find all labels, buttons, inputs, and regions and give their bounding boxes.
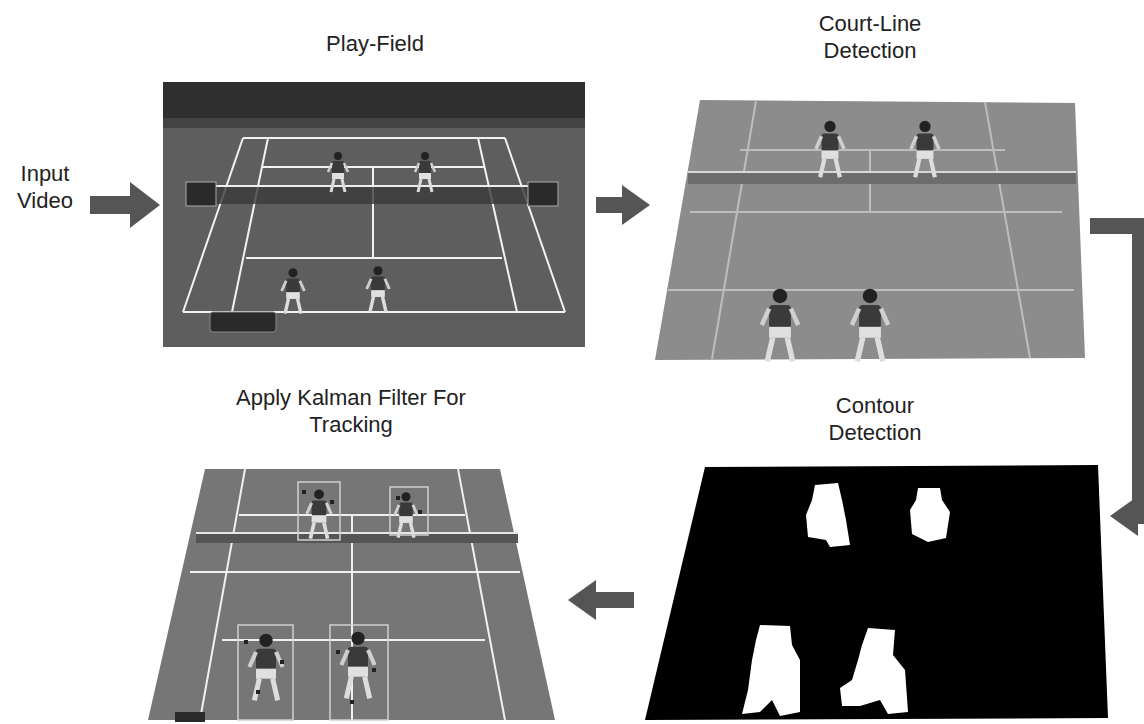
drawing-part: [458, 469, 505, 720]
panel-title: Contour Detection: [810, 392, 940, 446]
drawing-part: [528, 182, 558, 206]
drawing-part: [232, 138, 268, 312]
drawing-part: [186, 182, 216, 206]
drawing-part: [341, 632, 374, 699]
image-panel: Apply Kalman Filter For Tracking: [140, 384, 562, 722]
drawing-part: [415, 152, 435, 192]
arrow-head: [568, 580, 596, 620]
drawing-part: [351, 515, 353, 720]
drawing-part: [90, 196, 134, 214]
flow-arrow: [1090, 226, 1140, 536]
drawing-part: [396, 496, 400, 500]
drawing-part: [238, 625, 293, 720]
drawing-part: [395, 492, 418, 537]
drawing-part: [985, 102, 1030, 358]
drawing-part: [505, 138, 565, 312]
drawing-part: [740, 149, 1005, 151]
drawing-part: [282, 268, 305, 313]
drawing-part: [183, 138, 565, 312]
play-field-image: [163, 82, 585, 347]
drawing-part: [712, 101, 756, 359]
drawing-part: [280, 660, 284, 664]
drawing-part: [238, 482, 428, 720]
contour-image: [645, 465, 1108, 720]
drawing-part: [688, 172, 1076, 184]
drawing-part: [372, 167, 374, 258]
image-panel: Play-Field: [160, 30, 590, 350]
arrow-shaft: [1090, 226, 1140, 516]
arrow-head: [1110, 496, 1138, 536]
drawing-part: [840, 628, 908, 714]
drawing-part: [762, 289, 798, 362]
drawing-part: [328, 152, 348, 192]
drawing-part: [249, 634, 282, 701]
drawing-part: [190, 186, 556, 204]
drawing-part: [645, 465, 1108, 720]
drawing-part: [478, 138, 517, 312]
drawing-part: [210, 312, 276, 332]
drawing-part: [330, 500, 334, 504]
drawing-part: [244, 490, 422, 704]
drawing-part: [816, 121, 844, 177]
drawing-part: [190, 185, 556, 187]
flow-arrow: [568, 580, 634, 620]
drawing-part: [742, 625, 800, 716]
arrow-shaft: [596, 197, 622, 213]
drawing-part: [148, 469, 555, 720]
drawing-part: [190, 571, 520, 573]
drawing-part: [298, 482, 340, 540]
drawing-part: [911, 121, 939, 177]
drawing-part: [243, 137, 505, 139]
drawing-part: [196, 533, 518, 543]
drawing-part: [688, 171, 1076, 173]
arrow-shaft: [596, 592, 634, 608]
drawing-part: [163, 118, 585, 128]
tracking-image: [148, 469, 555, 722]
drawing-part: [372, 668, 376, 672]
drawing-part: [130, 182, 160, 228]
drawing-part: [175, 712, 205, 722]
drawing-part: [244, 640, 248, 644]
drawing-part: [163, 82, 585, 347]
court-line-image: [655, 100, 1085, 361]
drawing-part: [330, 625, 388, 720]
input-label: Input Video: [8, 160, 82, 214]
drawing-part: [742, 483, 950, 716]
panel-title: Court-Line Detection: [790, 10, 950, 64]
drawing-part: [390, 487, 428, 535]
flow-arrow: [596, 185, 650, 225]
drawing-part: [183, 138, 243, 312]
drawing-part: [350, 700, 354, 704]
drawing-part: [910, 488, 950, 542]
drawing-part: [307, 489, 332, 538]
input-arrow: [90, 182, 160, 228]
drawing-part: [196, 532, 518, 534]
image-panel: Court-Line Detection: [650, 10, 1090, 364]
drawing-part: [163, 82, 585, 118]
drawing-part: [418, 510, 422, 514]
drawing-part: [852, 289, 888, 362]
drawing-part: [302, 490, 306, 494]
drawing-part: [690, 211, 1062, 213]
drawing-part: [256, 690, 260, 694]
drawing-part: [190, 469, 520, 720]
drawing-part: [806, 483, 850, 547]
arrow-head: [622, 185, 650, 225]
panel-title: Play-Field: [275, 30, 475, 57]
drawing-part: [336, 650, 340, 654]
image-panel: Contour Detection: [640, 392, 1110, 722]
drawing-part: [367, 266, 390, 311]
panel-title: Apply Kalman Filter For Tracking: [236, 384, 466, 438]
